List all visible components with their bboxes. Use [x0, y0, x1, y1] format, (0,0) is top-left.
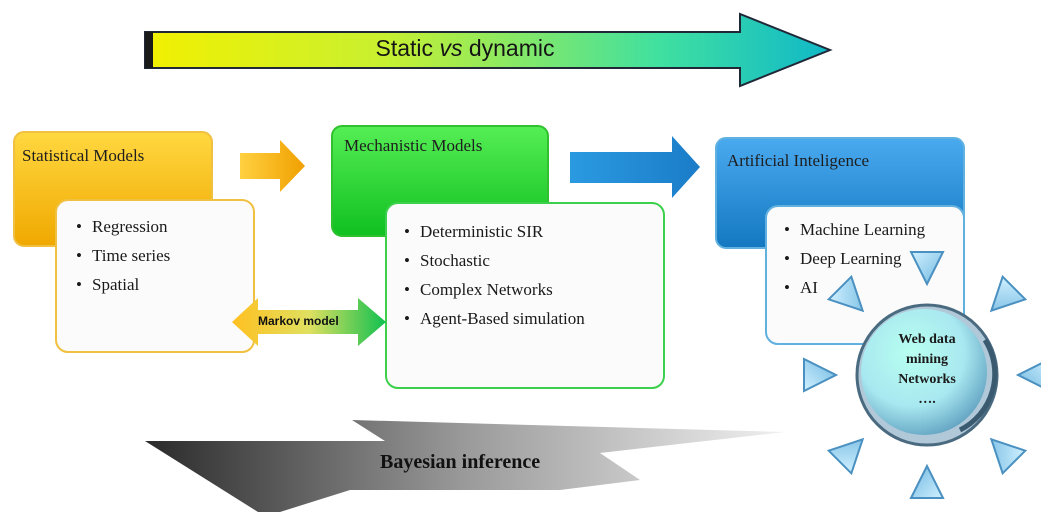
statistical-list: Regression Time series Spatial [72, 217, 170, 304]
list-item: Machine Learning [780, 220, 925, 240]
ai-list: Machine Learning Deep Learning AI [780, 220, 925, 307]
web-line-2: mining [905, 352, 948, 367]
list-item: Spatial [72, 275, 170, 295]
list-item: Regression [72, 217, 170, 237]
list-item: Time series [72, 246, 170, 266]
label-vs: vs [439, 35, 463, 61]
bayesian-bar [145, 420, 785, 512]
static-dynamic-label: Static vs dynamic [300, 35, 630, 62]
markov-label: Markov model [258, 314, 339, 328]
label-dynamic: dynamic [462, 35, 555, 61]
bayesian-label: Bayesian inference [380, 451, 541, 473]
list-item: Complex Networks [400, 280, 585, 300]
mechanistic-title: Mechanistic Models [344, 136, 483, 155]
list-item: Stochastic [400, 251, 585, 271]
list-item: AI [780, 278, 925, 298]
list-item: Deterministic SIR [400, 222, 585, 242]
web-line-1: Web data [898, 332, 956, 347]
list-item: Deep Learning [780, 249, 925, 269]
list-item: Agent-Based simulation [400, 309, 585, 329]
arrow-mechanistic-to-ai [570, 136, 700, 198]
web-data-text: Web data mining Networks …. [872, 330, 982, 410]
label-static: Static [375, 35, 440, 61]
ai-title: Artificial Inteligence [727, 151, 870, 170]
mechanistic-list: Deterministic SIR Stochastic Complex Net… [400, 222, 585, 338]
static-dynamic-arrow [144, 12, 833, 88]
arrow-statistical-to-mechanistic [240, 140, 305, 192]
statistical-title: Statistical Models [22, 146, 145, 165]
web-line-4: …. [918, 392, 936, 407]
web-data-circle [855, 303, 999, 447]
web-line-3: Networks [898, 372, 956, 387]
markov-double-arrow [232, 298, 386, 346]
